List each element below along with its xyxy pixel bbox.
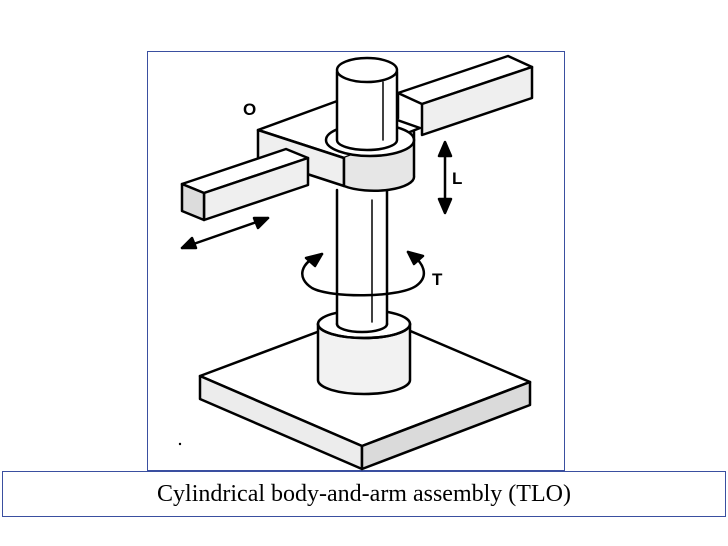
vertical-column-upper bbox=[335, 56, 399, 152]
rotation-arrow bbox=[301, 250, 426, 297]
caption: Cylindrical body-and-arm assembly (TLO) bbox=[157, 480, 571, 507]
stray-mark bbox=[178, 442, 182, 446]
caption-box: Cylindrical body-and-arm assembly (TLO) bbox=[2, 471, 726, 517]
vertical-column-lower bbox=[335, 188, 389, 334]
arm-slide-arrow bbox=[180, 216, 270, 250]
label-l: L bbox=[452, 169, 462, 188]
front-arm bbox=[180, 147, 310, 222]
lift-arrow bbox=[437, 140, 453, 215]
label-o: O bbox=[243, 100, 256, 119]
label-t: T bbox=[432, 270, 443, 289]
rear-arm bbox=[396, 54, 534, 137]
